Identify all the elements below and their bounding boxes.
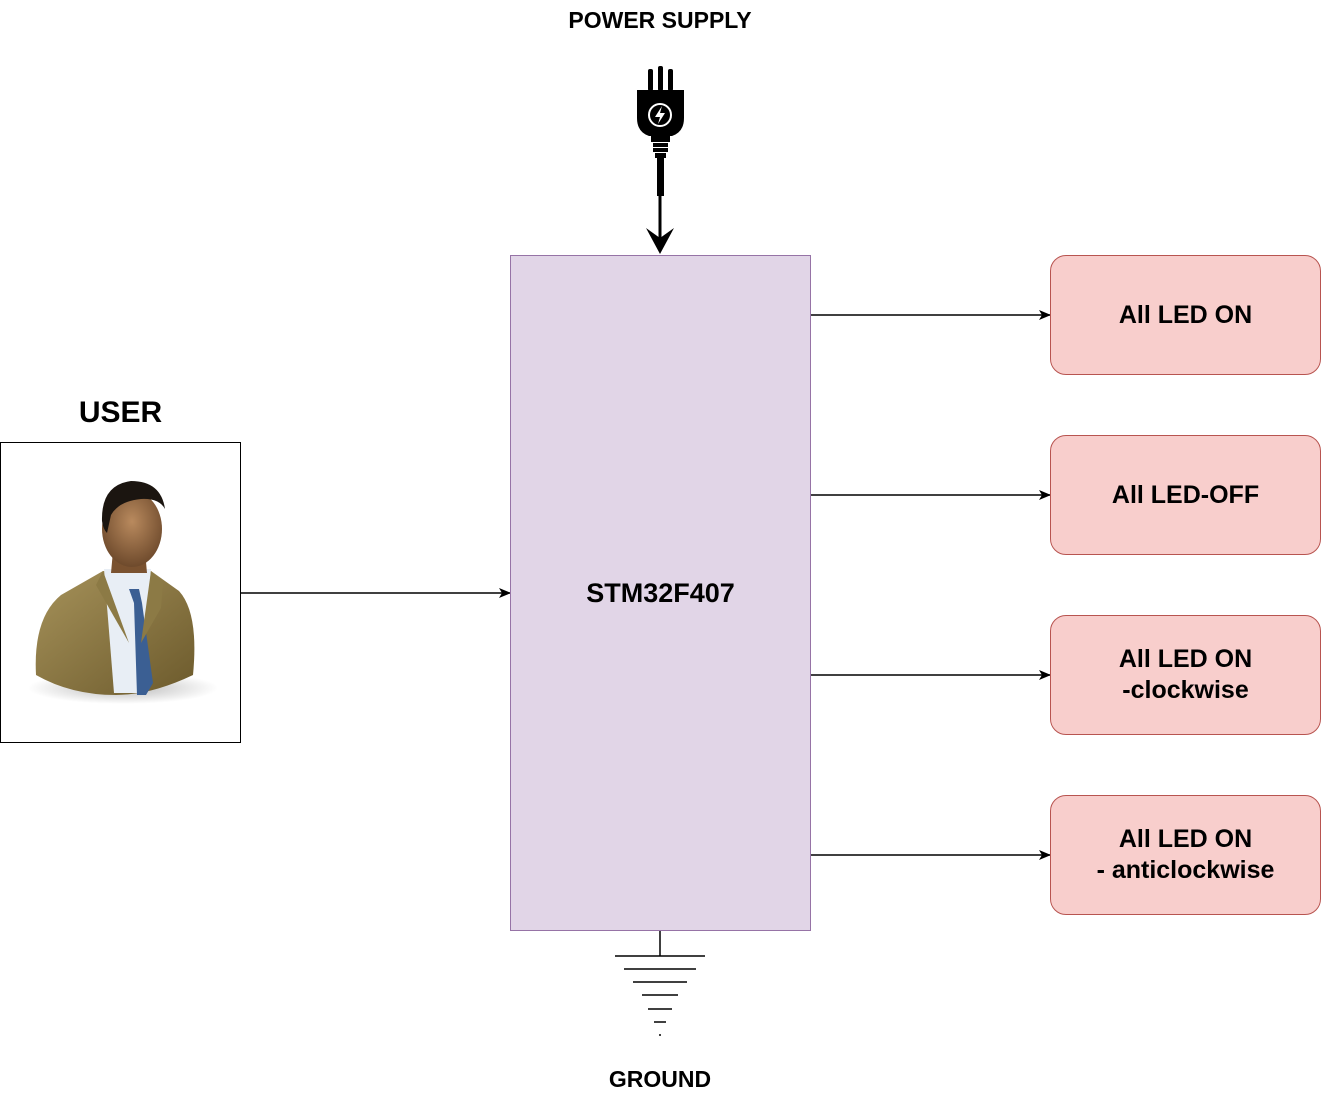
output-all-led-on: All LED ON	[1050, 255, 1321, 375]
microcontroller-label: STM32F407	[586, 577, 735, 608]
output-all-led-on-anticlockwise: All LED ON - anticlockwise	[1050, 795, 1321, 915]
power-plug-icon	[637, 66, 684, 196]
ground-label: GROUND	[608, 1066, 712, 1092]
power-supply-label: POWER SUPPLY	[568, 7, 752, 33]
output-all-led-off: All LED-OFF	[1050, 435, 1321, 555]
user-label: USER	[78, 396, 163, 429]
microcontroller-block: STM32F407	[510, 255, 811, 931]
output-all-led-on-clockwise: All LED ON -clockwise	[1050, 615, 1321, 735]
power-arrow	[646, 196, 674, 254]
businessman-avatar-icon	[28, 481, 218, 704]
ground-symbol-icon	[615, 930, 705, 1036]
user-box	[0, 442, 241, 743]
